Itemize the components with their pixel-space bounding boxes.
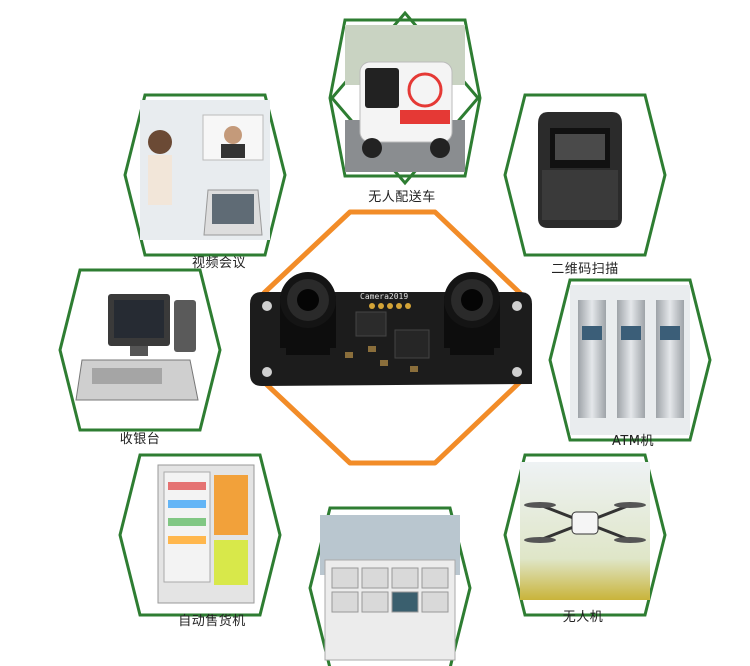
scenario-locker [308, 506, 472, 666]
barcode-scanner-icon [538, 112, 622, 228]
scenario-video [123, 93, 287, 257]
scenario-drone [503, 453, 667, 617]
label-pos: 收银台 [119, 432, 161, 447]
atm-icon [570, 285, 690, 435]
parcel-locker-icon [320, 515, 460, 661]
label-atm: ATM机 [611, 434, 655, 449]
scenario-barcode [503, 93, 667, 257]
label-delivery: 无人配送车 [368, 190, 436, 205]
label-drone: 无人机 [562, 610, 604, 625]
board-silkscreen-text: Camera2019 [360, 292, 408, 301]
scenario-atm [548, 278, 712, 442]
label-vending: 自动售货机 [178, 614, 246, 629]
scenario-vending [118, 453, 282, 617]
dual-lens-camera-module-icon [250, 272, 532, 386]
cash-register-icon [75, 294, 199, 401]
label-barcode: 二维码扫描 [551, 262, 619, 277]
label-video: 视频会议 [191, 256, 247, 271]
scenario-delivery [328, 10, 482, 186]
video-conference-icon [140, 100, 270, 240]
scenario-pos [58, 268, 222, 432]
vending-machine-icon [157, 464, 255, 604]
drone-icon [520, 462, 650, 600]
camera-module: Camera2019 [250, 272, 532, 386]
delivery-robot-icon [345, 25, 465, 172]
